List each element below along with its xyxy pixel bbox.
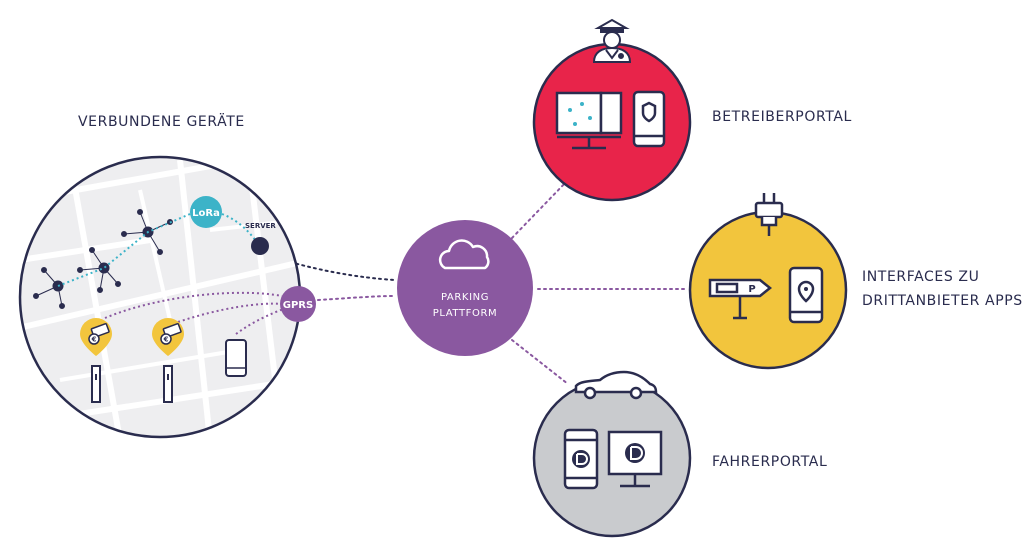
svg-text:€: € xyxy=(91,336,97,344)
devices-map-circle: LoRa SERVER GPRS € xyxy=(18,155,316,439)
line-server-to-platform xyxy=(261,252,396,281)
parking-meter-device-2: € xyxy=(152,318,184,403)
svg-text:P: P xyxy=(748,284,755,295)
phone-shield-icon xyxy=(632,90,666,148)
parking-platform-hub: PARKING PLATTFORM xyxy=(397,220,533,356)
interfaces-label-line1: INTERFACES ZU xyxy=(862,269,979,285)
svg-text:€: € xyxy=(163,336,169,344)
driver-portal-label: FAHRERPORTAL xyxy=(712,454,827,470)
coin-money-icon xyxy=(160,323,182,345)
gprs-tag: GPRS xyxy=(280,286,316,322)
driver-portal-node xyxy=(532,370,692,538)
plug-icon xyxy=(754,193,784,236)
line-platform-to-driver xyxy=(511,339,569,385)
app-logo-icon-2 xyxy=(625,443,645,463)
gprs-dotted-links xyxy=(104,291,287,335)
svg-text:GPRS: GPRS xyxy=(283,300,313,311)
phone-location-icon xyxy=(788,266,824,324)
car-icon xyxy=(574,370,658,400)
devices-label: VERBUNDENE GERÄTE xyxy=(78,112,245,130)
lora-tag: LoRa xyxy=(190,196,222,228)
svg-text:PLATTFORM: PLATTFORM xyxy=(433,308,498,319)
interfaces-node: P xyxy=(688,193,848,370)
line-gprs-to-platform xyxy=(317,295,396,301)
officer-icon xyxy=(592,18,632,63)
operator-portal-label: BETREIBERPORTAL xyxy=(712,109,852,125)
cloud-icon xyxy=(438,239,490,270)
server-node: SERVER xyxy=(245,222,276,255)
svg-text:SERVER: SERVER xyxy=(245,222,276,230)
lora-mesh-network xyxy=(33,209,173,309)
parking-sign-icon xyxy=(708,278,773,320)
app-logo-icon xyxy=(572,450,590,468)
monitor-icon xyxy=(555,91,623,150)
svg-text:LoRa: LoRa xyxy=(192,208,220,219)
coin-money-icon xyxy=(88,323,110,345)
operator-portal-node xyxy=(532,18,692,202)
line-platform-to-operator xyxy=(511,179,569,239)
map-dots-icon xyxy=(568,102,592,126)
smartphone-device xyxy=(225,339,247,377)
parking-meter-device-1: € xyxy=(80,318,112,403)
map-streets xyxy=(20,157,300,437)
svg-text:PARKING: PARKING xyxy=(441,292,489,303)
connection-lines xyxy=(261,179,689,385)
interfaces-label-line2: DRITTANBIETER APPS xyxy=(862,293,1023,309)
